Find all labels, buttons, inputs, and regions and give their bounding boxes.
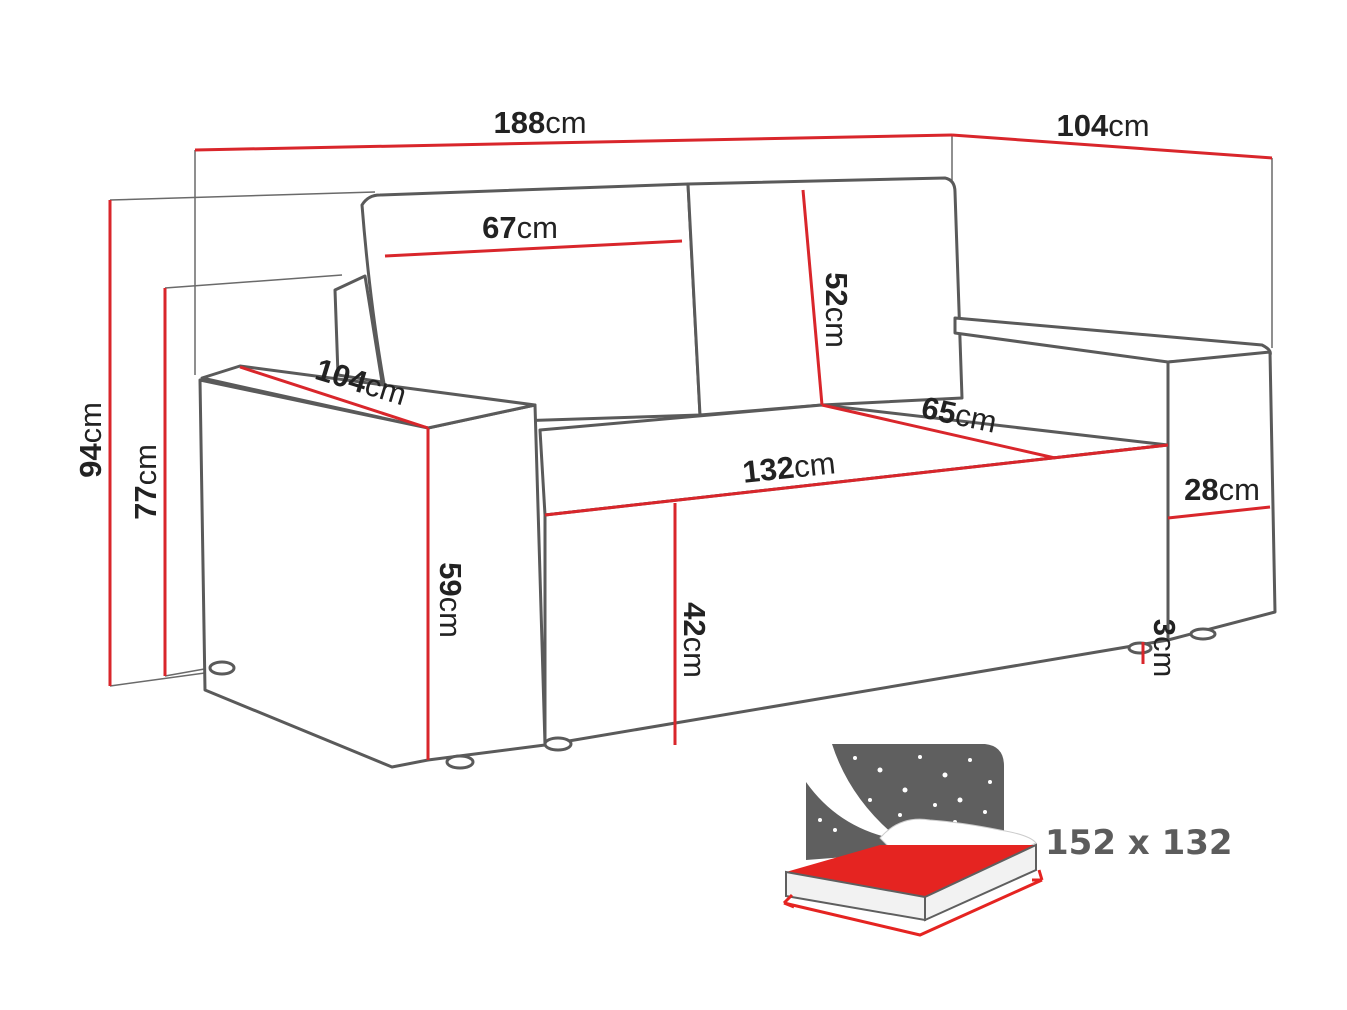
- label-total-height: 94cm: [73, 402, 108, 478]
- label-cushion-width: 67cm: [482, 210, 558, 245]
- label-total-depth: 104cm: [1056, 108, 1149, 143]
- back-cushion-right: [686, 176, 964, 417]
- left-arm-front: [198, 378, 430, 769]
- label-seat-depth: 65cm: [918, 390, 999, 440]
- label-total-width: 188cm: [493, 105, 586, 140]
- sofa-outline: [198, 176, 1277, 770]
- dim-line-cushion-width: [384, 239, 683, 258]
- dim-line-cushion-height: [801, 189, 824, 406]
- bed-night-icon: 152 x 132: [782, 744, 1233, 937]
- dim-line-seat-width: [544, 443, 1169, 517]
- dim-line-total-depth: [951, 133, 1273, 160]
- label-leg-height: 3cm: [1147, 619, 1182, 678]
- sleeping-area-size: 152 x 132: [1045, 823, 1233, 863]
- dimension-lines: [108, 133, 1273, 760]
- label-backrest-height: 77cm: [128, 444, 163, 520]
- dim-line-total-width: [194, 133, 953, 152]
- dim-line-armrest-depth: [239, 365, 429, 430]
- back-left-edge: [333, 274, 384, 384]
- sofa-legs: [208, 627, 1217, 770]
- extension-lines: [109, 135, 1273, 687]
- label-seat-width: 132cm: [741, 445, 837, 490]
- dimension-labels: 188cm 104cm 67cm 52cm 104cm 65cm 132cm 2…: [73, 105, 1260, 678]
- dim-line-seat-depth: [821, 403, 1056, 460]
- label-armrest-width: 28cm: [1184, 472, 1260, 507]
- label-armrest-height: 59cm: [433, 562, 468, 638]
- label-cushion-height: 52cm: [819, 272, 854, 348]
- dim-line-armrest-width: [1167, 505, 1271, 520]
- label-seat-height: 42cm: [677, 602, 712, 678]
- stars: [818, 755, 992, 832]
